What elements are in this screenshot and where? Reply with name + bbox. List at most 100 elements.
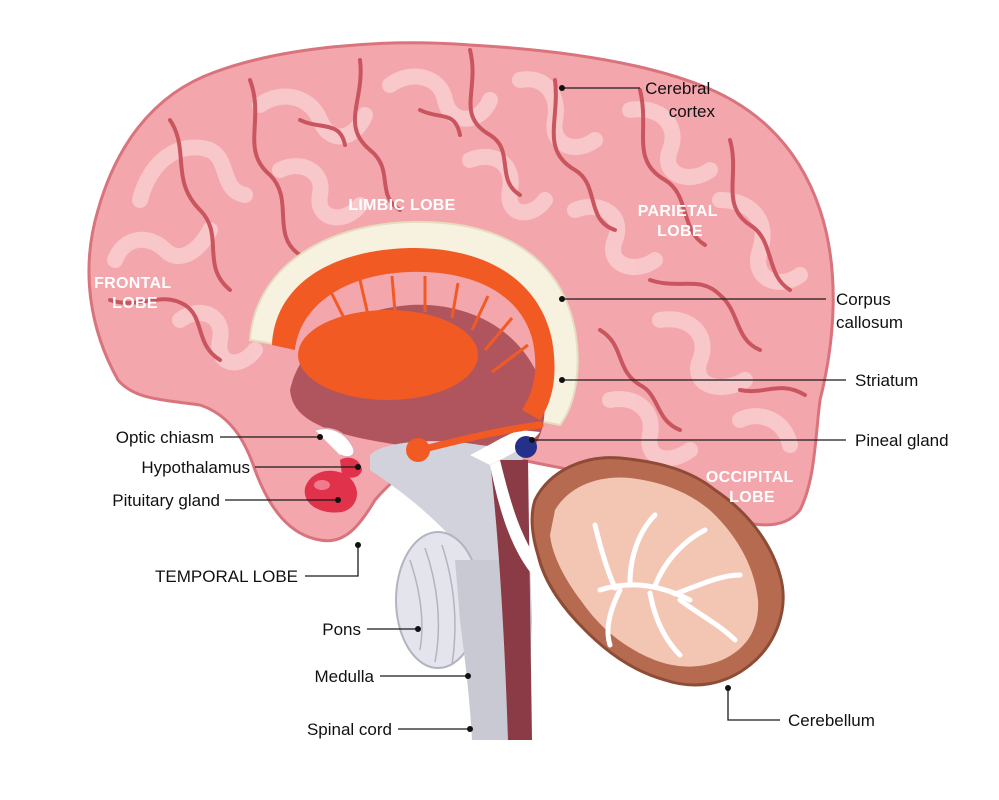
sulcus [648, 278, 762, 352]
arbor-branch [677, 597, 738, 643]
cerebral-cortex-line-2: cortex [669, 102, 716, 121]
pons-label: Pons [322, 620, 361, 639]
cerebral-cortex-label: Cerebral cortex [645, 79, 715, 121]
sulcus [108, 297, 222, 362]
dot-cerebral-cortex [559, 85, 565, 91]
occipital-lobe-label: OCCIPITAL LOBE [706, 469, 798, 506]
gyrus [252, 88, 373, 145]
gyrus [132, 139, 253, 208]
striatum-arc [272, 247, 555, 420]
dot-pons [415, 626, 421, 632]
sulcus [418, 108, 462, 137]
arbor-branch [672, 572, 743, 597]
hypothalamus [340, 457, 362, 478]
dot-hypothalamus [355, 464, 361, 470]
frontal-lobe-line-1: FRONTAL [94, 275, 171, 292]
gyrus [172, 304, 263, 371]
pons-striations [409, 544, 456, 666]
pituitary-highlight [314, 480, 330, 490]
thalamic-tract [416, 421, 544, 454]
cerebral-cortex-line-1: Cerebral [645, 79, 710, 98]
dot-cerebellum [725, 685, 731, 691]
bridge [483, 317, 514, 351]
striation [424, 547, 440, 663]
gyrus [622, 101, 718, 186]
sulcus [248, 78, 302, 257]
arbor-branch [592, 522, 618, 591]
bridge [491, 343, 529, 374]
gyrus [732, 408, 798, 453]
optic-chiasm [314, 427, 355, 458]
sulcus [638, 88, 707, 247]
bridge [470, 295, 490, 331]
occipital-lobe-line-1: OCCIPITAL [706, 469, 794, 486]
optic-chiasm-label: Optic chiasm [116, 428, 214, 447]
parietal-lobe-label: PARIETAL LOBE [638, 203, 723, 240]
medulla-label: Medulla [314, 667, 374, 686]
brainstem [370, 441, 532, 740]
arbor-branch [627, 512, 658, 586]
gyrus [462, 148, 553, 221]
gyrus [602, 391, 698, 467]
sulcus [468, 48, 522, 197]
spinal-cord-label: Spinal cord [307, 720, 392, 739]
sulcus [168, 118, 232, 292]
temporal-lobe-label: TEMPORAL LOBE [155, 567, 298, 586]
dot-pituitary-gland [335, 497, 341, 503]
striation [441, 544, 456, 666]
striatum-label: Striatum [855, 371, 918, 390]
striatum-bridges [328, 275, 529, 374]
bridge [450, 282, 460, 319]
lobe-labels: FRONTAL LOBE LIMBIC LOBE PARIETAL LOBE O… [94, 197, 798, 506]
cerebellum [530, 456, 785, 687]
bridge [390, 275, 397, 313]
parietal-lobe-line-2: LOBE [657, 223, 703, 240]
bridge [358, 279, 370, 316]
arbor-branch [652, 527, 708, 589]
occipital-lobe-line-2: LOBE [729, 489, 775, 506]
arbor-vitae [592, 512, 743, 658]
sulcus [738, 386, 807, 397]
leader-cerebellum [727, 688, 780, 721]
arbor-branch [605, 587, 623, 648]
leader-temporal-lobe [305, 545, 359, 577]
corpus-callosum-label: Corpus callosum [836, 290, 903, 332]
parietal-lobe-line-1: PARIETAL [638, 203, 718, 220]
dot-optic-chiasm [317, 434, 323, 440]
sulci [108, 48, 807, 432]
gyri [107, 68, 808, 467]
arbor-trunk [597, 582, 693, 603]
sulcus [598, 328, 682, 432]
gyrus [107, 222, 218, 268]
striatum [272, 247, 555, 420]
midbrain [370, 441, 529, 560]
bridge [328, 289, 347, 321]
corpus-callosum-line-1: Corpus [836, 290, 891, 309]
gyrus [652, 311, 753, 396]
dot-striatum [559, 377, 565, 383]
sulcus [353, 58, 402, 212]
dot-medulla [465, 673, 471, 679]
dot-temporal-lobe [355, 542, 361, 548]
pituitary-gland-label: Pituitary gland [112, 491, 220, 510]
striation [409, 559, 423, 651]
hypothalamus-label: Hypothalamus [141, 458, 250, 477]
dot-spinal-cord [467, 726, 473, 732]
cerebrum [87, 41, 835, 543]
pineal-gland-label: Pineal gland [855, 431, 949, 450]
gyrus [382, 68, 498, 127]
dot-pineal-gland [529, 437, 535, 443]
corpus-callosum-line-2: callosum [836, 313, 903, 332]
striatum-body [298, 310, 478, 400]
dot-corpus-callosum [559, 296, 565, 302]
callout-labels: Cerebral cortex Corpus callosum Striatum… [112, 79, 948, 739]
sulcus [551, 78, 617, 232]
limbic-lobe-line-1: LIMBIC LOBE [348, 197, 455, 214]
leader-lines [220, 85, 846, 732]
sulcus [298, 118, 347, 147]
limbic-lobe-label: LIMBIC LOBE [348, 197, 455, 214]
frontal-lobe-label: FRONTAL LOBE [94, 275, 176, 312]
brainstem-shadow [490, 460, 532, 740]
thalamic-bulb [406, 438, 430, 462]
